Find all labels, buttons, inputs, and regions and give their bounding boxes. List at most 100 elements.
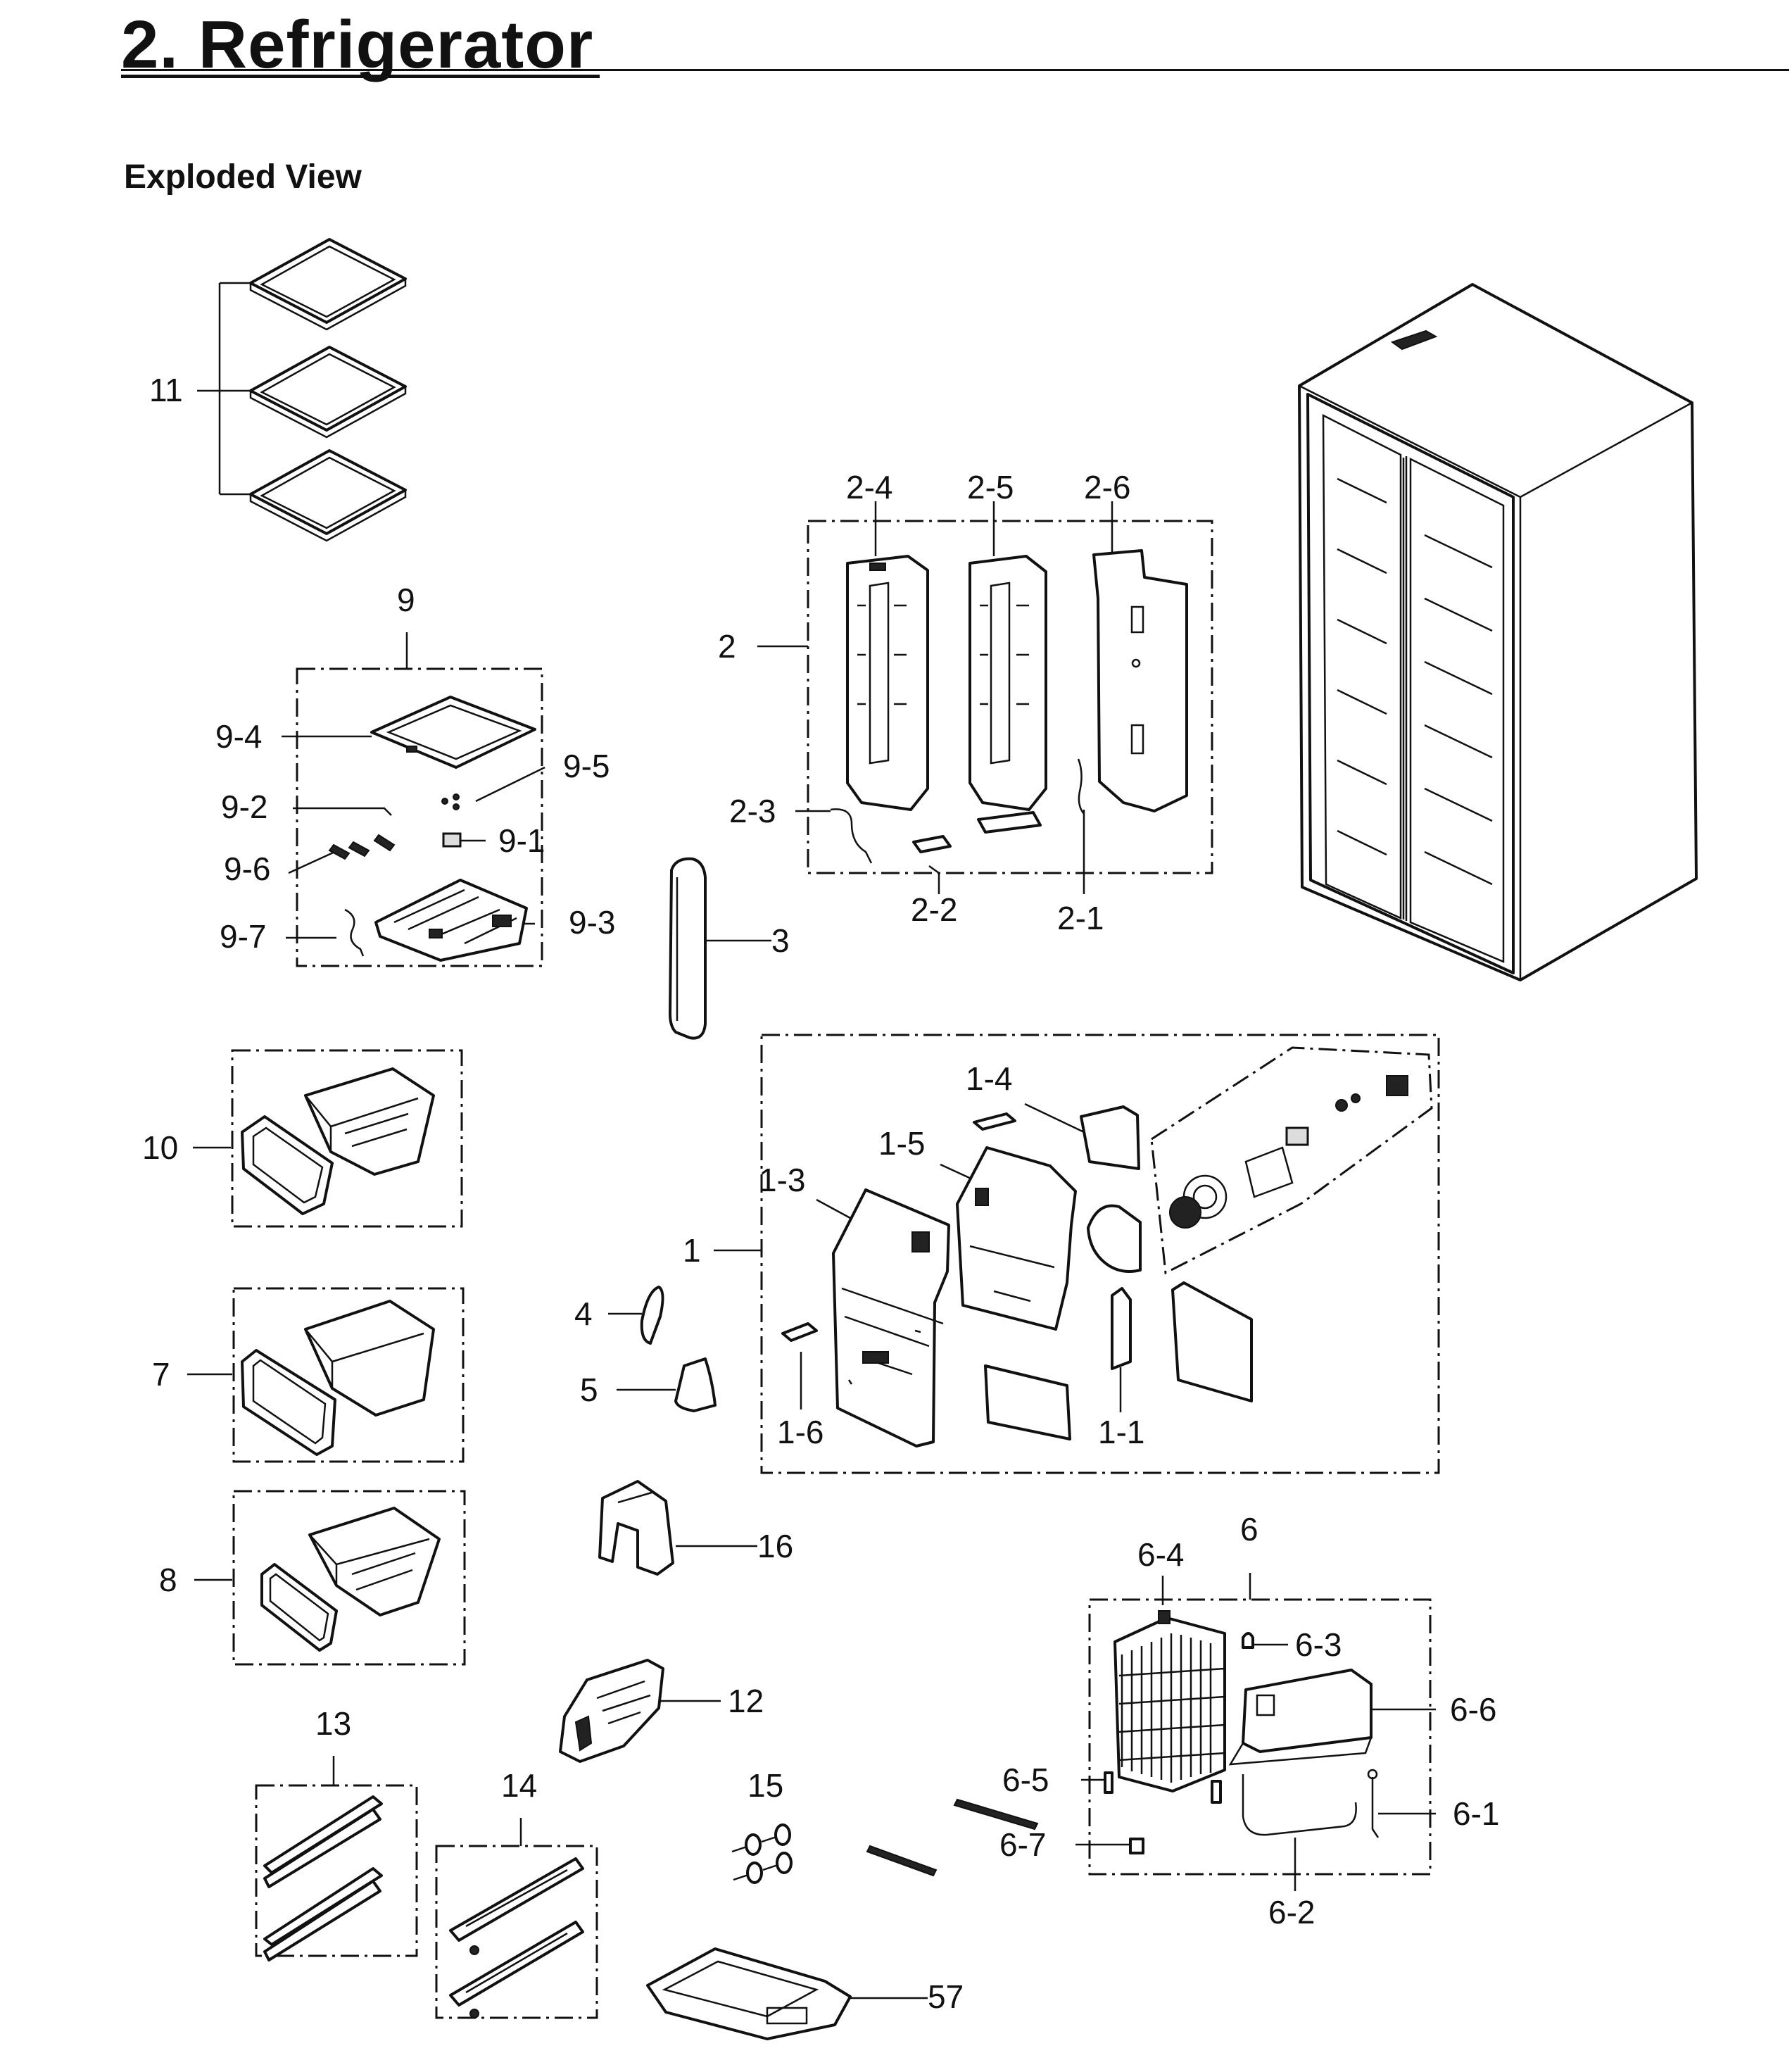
part-15-screws [731, 1823, 793, 1884]
label-6-7: 6-7 [999, 1826, 1046, 1863]
label-6-6: 6-6 [1450, 1691, 1496, 1728]
label-13: 13 [315, 1705, 351, 1742]
part-2-assembly [830, 549, 1188, 864]
part-6-7-bracket [1129, 1838, 1144, 1854]
label-2-3: 2-3 [729, 793, 776, 829]
label-9-3: 9-3 [569, 904, 615, 941]
part-1-1-duct [1111, 1287, 1132, 1370]
part-1-4-seal [973, 1112, 1016, 1131]
label-6-1: 6-1 [1453, 1795, 1499, 1832]
label-12: 12 [728, 1683, 764, 1719]
group-box-7 [232, 1287, 465, 1463]
label-8: 8 [159, 1562, 177, 1598]
part-6-evaporator [1113, 1616, 1226, 1792]
part-9-5-clip [441, 793, 460, 810]
group-box-2 [807, 520, 1213, 874]
label-3: 3 [771, 922, 790, 959]
part-6-4-sensor [1158, 1610, 1171, 1624]
label-15: 15 [747, 1767, 783, 1804]
part-1-assembly [781, 1046, 1433, 1448]
label-2: 2 [718, 628, 736, 665]
part-1-fan-subassembly [1150, 1046, 1433, 1275]
part-6-5-holder-b [1211, 1780, 1222, 1804]
part-8-drawer [260, 1507, 441, 1652]
part-1-heater-bracket [984, 1364, 1071, 1440]
part-6-5-holder [1104, 1771, 1113, 1794]
label-57: 57 [928, 1978, 964, 2015]
part-9-4-cover [370, 696, 536, 769]
part-9-2-spring [373, 834, 396, 852]
label-14: 14 [501, 1767, 537, 1804]
part-2-4-duct [846, 555, 929, 811]
part-1-back-cover [1171, 1281, 1253, 1402]
title-rule [121, 69, 1789, 71]
label-11: 11 [149, 372, 183, 408]
label-9-4: 9-4 [215, 718, 262, 755]
label-2-4: 2-4 [846, 469, 892, 506]
label-10: 10 [142, 1129, 178, 1166]
part-6-6-cover [1228, 1669, 1373, 1766]
refrigerator-cabinet [1298, 283, 1698, 981]
callout-labels: 11 9 9-4 9-5 9-2 9-1 9-6 9-3 9-7 10 7 8 … [142, 372, 1499, 2015]
part-1-motor-cover [1087, 1204, 1142, 1273]
label-6-3: 6-3 [1295, 1626, 1342, 1663]
part-9-assembly [328, 696, 536, 962]
group-box-10 [231, 1049, 463, 1228]
label-1-5: 1-5 [878, 1125, 925, 1162]
label-1: 1 [683, 1232, 701, 1269]
label-9-7: 9-7 [220, 918, 266, 955]
part-11-shelves [249, 238, 407, 542]
part-2-2-cover [912, 835, 952, 853]
label-2-5: 2-5 [967, 469, 1014, 506]
shelf-11a [249, 238, 407, 331]
part-1-3-evap-cover [832, 1188, 950, 1448]
part-loose-strip-a [866, 1845, 938, 1877]
part-16-bracket [598, 1480, 674, 1576]
part-9-1-knob [442, 832, 462, 848]
part-9-3-frame [374, 879, 528, 962]
label-1-1: 1-1 [1098, 1414, 1144, 1450]
part-14-rails [449, 1857, 584, 2018]
part-12-ice-maker [559, 1659, 664, 1763]
part-13-rails [263, 1795, 383, 1961]
shelf-11c [249, 449, 407, 542]
label-7: 7 [152, 1356, 170, 1393]
group-box-8 [232, 1490, 466, 1666]
part-10-drawer [241, 1067, 435, 1215]
label-2-6: 2-6 [1084, 469, 1130, 506]
label-5: 5 [580, 1371, 598, 1408]
label-1-6: 1-6 [777, 1414, 824, 1450]
group-box-9 [296, 667, 543, 967]
title-underline [121, 75, 600, 78]
part-9-6-spring [328, 841, 370, 860]
part-6-2-heater [1242, 1774, 1357, 1836]
part-7-drawer [241, 1300, 435, 1456]
label-2-1: 2-1 [1057, 900, 1104, 936]
shelf-11b [249, 346, 407, 439]
label-9: 9 [397, 582, 415, 618]
part-4-clip [640, 1286, 664, 1345]
label-6-4: 6-4 [1137, 1536, 1184, 1573]
section-title: Exploded View [124, 158, 362, 196]
part-6-assembly [1104, 1610, 1380, 1854]
part-2-5-duct [968, 555, 1047, 811]
group-box-13 [255, 1784, 418, 1957]
part-2-1-sensor [1077, 758, 1085, 815]
part-2-3-harness [830, 808, 873, 864]
part-5-damper [674, 1357, 717, 1412]
label-6: 6 [1240, 1511, 1258, 1547]
part-6-3-clip [1242, 1632, 1254, 1649]
label-6-2: 6-2 [1268, 1894, 1315, 1930]
label-9-5: 9-5 [563, 748, 610, 784]
part-9-7-wire [344, 908, 365, 957]
label-1-4: 1-4 [966, 1060, 1012, 1097]
label-1-3: 1-3 [759, 1162, 805, 1198]
part-1-4-cover [1080, 1105, 1140, 1170]
part-2-duct-cover [977, 811, 1042, 834]
part-2-6-insulation [1092, 549, 1188, 812]
label-2-2: 2-2 [911, 891, 957, 928]
part-57-tray [646, 1947, 852, 2040]
part-6-1-fuse [1371, 1777, 1380, 1838]
part-3-cover [669, 857, 707, 1040]
label-9-1: 9-1 [498, 822, 545, 859]
